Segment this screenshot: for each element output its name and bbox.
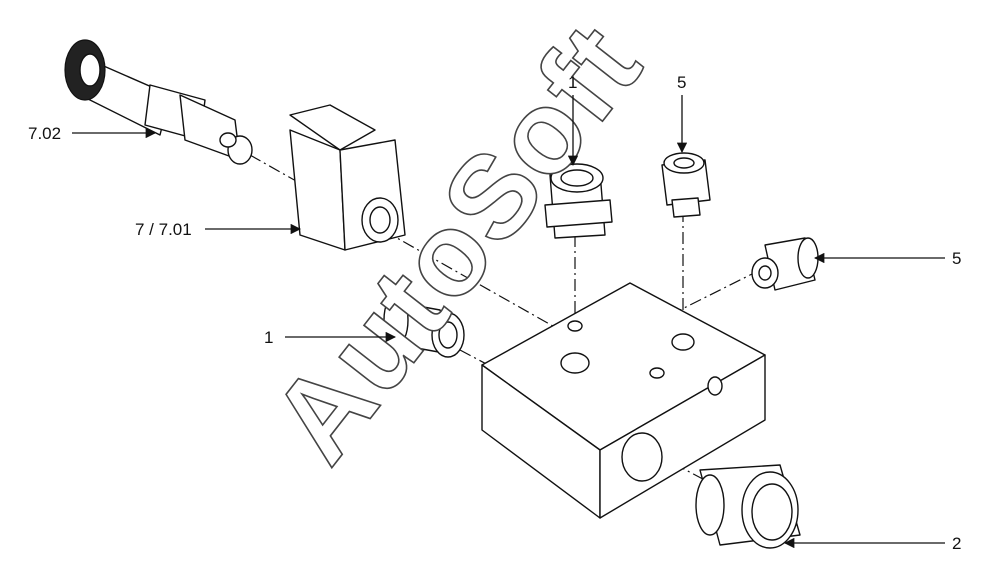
fitting-5-top-part xyxy=(661,152,711,218)
solenoid-coil-part xyxy=(289,104,406,251)
fitting-2-part xyxy=(695,464,801,549)
leader-lines xyxy=(72,95,945,549)
callout-5-right: 5 xyxy=(952,249,961,268)
callout-7-02: 7.02 xyxy=(28,124,61,143)
fitting-1-top-part xyxy=(544,163,613,239)
callout-2: 2 xyxy=(952,534,961,553)
callout-1-top: 1 xyxy=(568,73,577,92)
fitting-1-left-part xyxy=(383,293,465,358)
callout-7-701: 7 / 7.01 xyxy=(135,220,192,239)
fitting-5-right-part xyxy=(751,237,819,291)
solenoid-cartridge-part xyxy=(64,39,253,165)
callout-1-left: 1 xyxy=(264,328,273,347)
callout-5-top: 5 xyxy=(677,73,686,92)
manifold-block xyxy=(481,282,766,519)
